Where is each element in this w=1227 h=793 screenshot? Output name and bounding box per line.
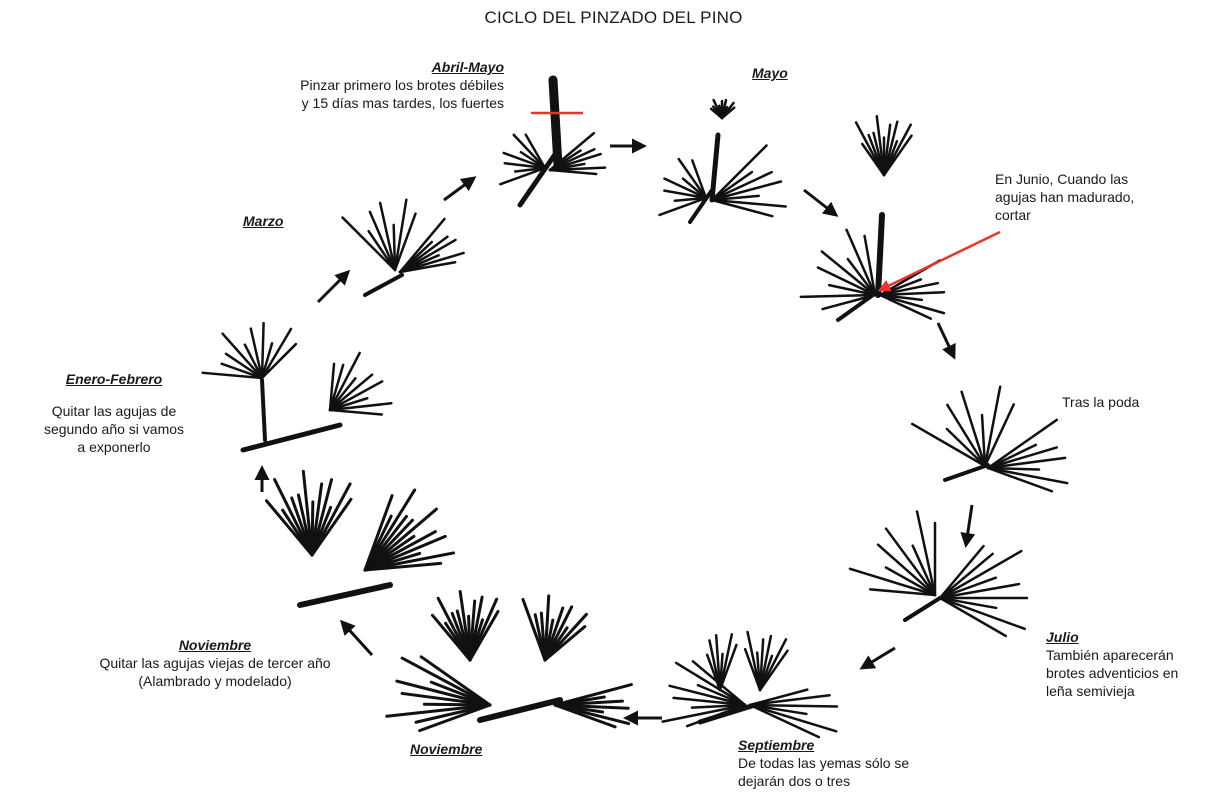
arrow-junio-to-poda: [938, 323, 954, 357]
arrow-mayo-to-junio: [804, 190, 836, 215]
arrow-marzo-to-abril: [444, 178, 474, 200]
sprig-marzo: [343, 200, 464, 295]
arrow-julio-to-septiembre: [862, 648, 895, 668]
label-noviembre-bottom: Noviembre: [410, 740, 482, 758]
label-septiembre: Septiembre De todas las yemas sólo se de…: [738, 736, 978, 790]
note-junio-3: cortar: [995, 207, 1031, 223]
label-noviembre-left: Noviembre Quitar las agujas viejas de te…: [50, 636, 380, 690]
sprig-junio: [801, 116, 944, 320]
note-tras-poda: Tras la poda: [1062, 394, 1139, 410]
sprig-abril-mayo: [500, 80, 605, 205]
sprig-septiembre: [663, 632, 837, 737]
sprig-julio: [850, 511, 1027, 636]
sprig-noviembre-bottom: [387, 591, 632, 730]
month-julio: Julio: [1046, 628, 1226, 646]
label-tras-poda: Tras la poda: [1062, 393, 1139, 411]
note-julio-2: brotes adventicios en: [1046, 665, 1178, 681]
month-abril-mayo: Abril-Mayo: [222, 58, 504, 76]
note-abril-mayo-1: Pinzar primero los brotes débiles: [300, 77, 504, 93]
note-julio-3: leña semivieja: [1046, 683, 1135, 699]
sprig-mayo: [660, 100, 786, 222]
note-junio-2: agujas han madurado,: [995, 189, 1134, 205]
note-enero-febrero-2: segundo año si vamos: [44, 421, 184, 437]
month-noviembre-left: Noviembre: [50, 636, 380, 654]
label-junio: En Junio, Cuando las agujas han madurado…: [995, 170, 1185, 224]
note-noviembre-left-2: (Alambrado y modelado): [138, 673, 291, 689]
month-enero-febrero: Enero-Febrero: [14, 370, 214, 388]
month-mayo: Mayo: [752, 64, 788, 82]
arrow-poda-to-julio: [966, 505, 972, 545]
sprig-tras-poda: [912, 387, 1067, 491]
note-enero-febrero-3: a exponerlo: [77, 439, 150, 455]
cut-pointer-arrow: [880, 232, 1000, 290]
month-marzo: Marzo: [243, 212, 283, 230]
label-abril-mayo: Abril-Mayo Pinzar primero los brotes déb…: [222, 58, 504, 112]
label-julio: Julio También aparecerán brotes adventic…: [1046, 628, 1226, 700]
label-marzo: Marzo: [243, 212, 283, 230]
sprig-enero-febrero: [203, 323, 392, 450]
arrow-enero-to-marzo: [318, 272, 348, 302]
label-enero-febrero: Enero-Febrero Quitar las agujas de segun…: [14, 370, 214, 456]
month-noviembre-bottom: Noviembre: [410, 740, 482, 758]
note-junio-1: En Junio, Cuando las: [995, 171, 1128, 187]
note-enero-febrero-1: Quitar las agujas de: [52, 403, 177, 419]
note-abril-mayo-2: y 15 días mas tardes, los fuertes: [302, 95, 504, 111]
note-noviembre-left-1: Quitar las agujas viejas de tercer año: [99, 655, 330, 671]
label-mayo: Mayo: [752, 64, 788, 82]
note-septiembre-1: De todas las yemas sólo se: [738, 755, 909, 771]
month-septiembre: Septiembre: [738, 736, 978, 754]
note-septiembre-2: dejarán dos o tres: [738, 773, 850, 789]
note-julio-1: También aparecerán: [1046, 647, 1174, 663]
sprig-noviembre-left: [266, 471, 453, 605]
